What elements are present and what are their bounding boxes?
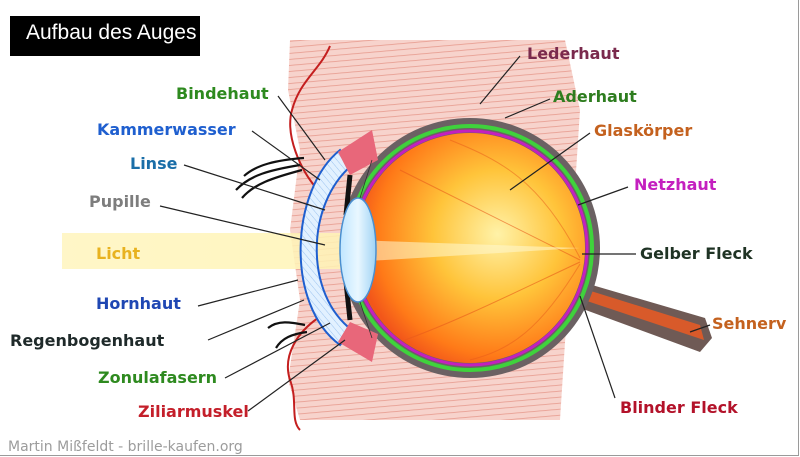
label-regenbogenhaut: Regenbogenhaut (10, 331, 164, 351)
label-bindehaut: Bindehaut (176, 84, 269, 104)
label-pupille: Pupille (89, 192, 151, 212)
label-gelber-fleck: Gelber Fleck (640, 244, 753, 264)
label-glaskoerper: Glaskörper (594, 121, 692, 141)
label-hornhaut: Hornhaut (96, 294, 181, 314)
label-zonulafasern: Zonulafasern (98, 368, 217, 388)
label-ziliarmuskel: Ziliarmuskel (138, 402, 249, 422)
label-sehnerv: Sehnerv (712, 314, 786, 334)
label-netzhaut: Netzhaut (634, 175, 716, 195)
label-blinder-fleck: Blinder Fleck (620, 398, 738, 418)
label-licht: Licht (96, 244, 140, 264)
label-aderhaut: Aderhaut (553, 87, 637, 107)
label-lederhaut: Lederhaut (527, 44, 619, 64)
label-linse: Linse (130, 154, 177, 174)
diagram-title: Aufbau des Auges (26, 21, 196, 45)
image-credit: Martin Mißfeldt - brille-kaufen.org (8, 439, 243, 455)
label-kammerwasser: Kammerwasser (97, 120, 236, 140)
